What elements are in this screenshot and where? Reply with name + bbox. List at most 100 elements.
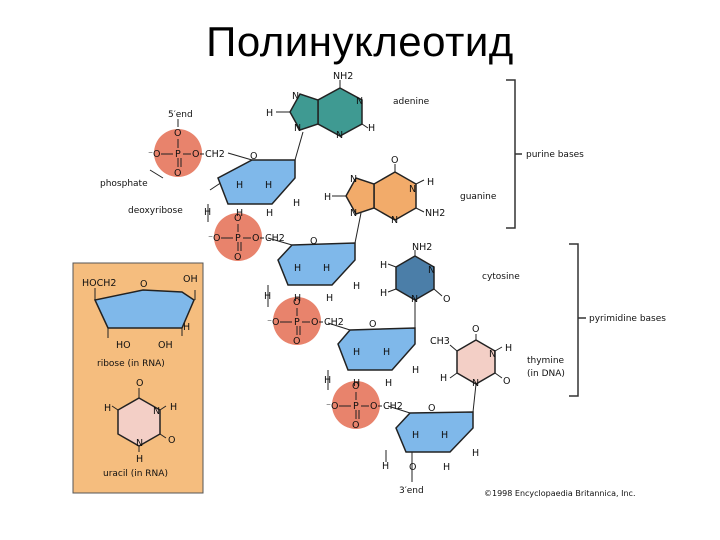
p4-o-minus: ⁻O xyxy=(326,401,339,412)
adenine-h-left: H xyxy=(266,108,273,119)
p2-o-top: O xyxy=(234,213,241,224)
s2-h2: H xyxy=(323,263,330,274)
thymine-oxygen-top: O xyxy=(472,324,479,335)
cytosine-h-top: H xyxy=(380,260,387,271)
backbone-bonds xyxy=(149,131,477,482)
phosphate-3-atoms: O ⁻O P O CH2 O xyxy=(267,297,344,347)
s2-o: O xyxy=(310,236,317,247)
pyrimidine-bases-label: pyrimidine bases xyxy=(589,314,666,324)
thymine-sub-label: (in DNA) xyxy=(527,369,565,379)
adenine-label: adenine xyxy=(393,97,430,107)
guanine-n9: N xyxy=(350,208,357,219)
ribose-ring-oxygen: O xyxy=(140,279,147,290)
s1-h4: H xyxy=(266,208,273,219)
phosphate-circle-3 xyxy=(273,297,321,345)
deoxyribose-sugars xyxy=(217,159,474,453)
phosphate-2-atoms: O ⁻O P O CH2 O xyxy=(208,213,285,263)
thymine-n1: N xyxy=(472,378,479,389)
p3-o-right: O xyxy=(311,317,318,328)
cytosine-n3: N xyxy=(428,265,435,276)
p1-ch2: CH2 xyxy=(205,149,225,160)
thymine-ch3: CH3 xyxy=(430,336,450,347)
s2-h4: H xyxy=(326,293,333,304)
pyrimidine-bracket xyxy=(569,243,579,397)
cytosine-base: NH2 H H N N O cytosine xyxy=(380,242,520,305)
s4-o3: O xyxy=(409,462,416,473)
rna-panel: HOCH2 O OH H HO OH ribose (in RNA) O H N… xyxy=(72,262,204,494)
phosphate-circle-4 xyxy=(332,381,380,429)
sugar-atoms: O H H H H H H O H H H H H H O H H H H H … xyxy=(204,151,479,473)
p4-o-top: O xyxy=(352,381,359,392)
adenine-n9: N xyxy=(294,123,301,134)
s1-h2: H xyxy=(265,180,272,191)
uracil-h-left: H xyxy=(104,403,111,414)
cytosine-oxygen: O xyxy=(443,294,450,305)
p4-p: P xyxy=(353,401,359,412)
ribose-h: H xyxy=(183,322,190,333)
guanine-n1: N xyxy=(409,184,416,195)
sugar-2 xyxy=(277,242,356,286)
thymine-base: O CH3 H N H N O thymine (in DNA) xyxy=(430,324,565,389)
p3-o-bottom: O xyxy=(293,336,300,347)
s3-h2: H xyxy=(383,347,390,358)
guanine-h-left: H xyxy=(324,192,331,203)
s1-o: O xyxy=(250,151,257,162)
s1-h5: H xyxy=(293,198,300,209)
p1-o-top: O xyxy=(174,128,181,139)
guanine-n3: N xyxy=(391,215,398,226)
ribose-hoch2: HOCH2 xyxy=(82,278,116,289)
uracil-n3: N xyxy=(153,406,160,417)
cytosine-label: cytosine xyxy=(482,272,520,282)
uracil-h-bottom: H xyxy=(136,454,143,465)
s4-h2: H xyxy=(441,430,448,441)
guanine-oxygen: O xyxy=(391,155,398,166)
adenine-nh2: NH2 xyxy=(333,71,353,82)
thymine-n3: N xyxy=(489,349,496,360)
p2-o-minus: ⁻O xyxy=(208,233,221,244)
s1-h6: H xyxy=(204,207,211,218)
adenine-n1: N xyxy=(356,96,363,107)
sugar-4 xyxy=(395,411,474,453)
s2-h5: H xyxy=(353,281,360,292)
s4-o: O xyxy=(428,403,435,414)
p2-o-bottom: O xyxy=(234,252,241,263)
cytosine-h-bottom: H xyxy=(380,288,387,299)
uracil-oxygen-right: O xyxy=(168,435,175,446)
s3-h1: H xyxy=(353,347,360,358)
p1-o-bottom: O xyxy=(174,168,181,179)
thymine-label: thymine xyxy=(527,356,565,366)
uracil-n1: N xyxy=(136,438,143,449)
ribose-label: ribose (in RNA) xyxy=(97,359,165,369)
s4-h1: H xyxy=(412,430,419,441)
adenine-n3: N xyxy=(336,130,343,141)
thymine-h-n3: H xyxy=(505,343,512,354)
p2-ch2: CH2 xyxy=(265,233,285,244)
s2-h6: H xyxy=(264,291,271,302)
ribose-oh-top: OH xyxy=(183,274,198,285)
s4-h5: H xyxy=(443,462,450,473)
p3-o-top: O xyxy=(293,297,300,308)
guanine-six-ring xyxy=(373,171,417,221)
phosphate-1-atoms: O ⁻O P O CH2 O xyxy=(148,128,225,179)
adenine-h-right: H xyxy=(368,123,375,134)
five-prime-end-label: 5′end xyxy=(168,110,193,120)
sugar-1 xyxy=(217,159,296,205)
p1-p: P xyxy=(175,149,181,160)
uracil-h-n3: H xyxy=(170,402,177,413)
ribose-oh: OH xyxy=(158,340,173,351)
p4-ch2: CH2 xyxy=(383,401,403,412)
p3-o-minus: ⁻O xyxy=(267,317,280,328)
s2-h1: H xyxy=(294,263,301,274)
p2-p: P xyxy=(235,233,241,244)
p4-o-bottom: O xyxy=(352,420,359,431)
p1-o-minus: ⁻O xyxy=(148,149,161,160)
uracil-oxygen-top: O xyxy=(136,378,143,389)
s1-h1: H xyxy=(236,180,243,191)
p3-ch2: CH2 xyxy=(324,317,344,328)
ribose-ho: HO xyxy=(116,340,131,351)
s4-h4: H xyxy=(382,461,389,472)
purine-bases-label: purine bases xyxy=(526,150,584,160)
guanine-base: O H N N N H N NH2 guanine xyxy=(324,155,497,226)
purine-bracket xyxy=(506,79,516,229)
